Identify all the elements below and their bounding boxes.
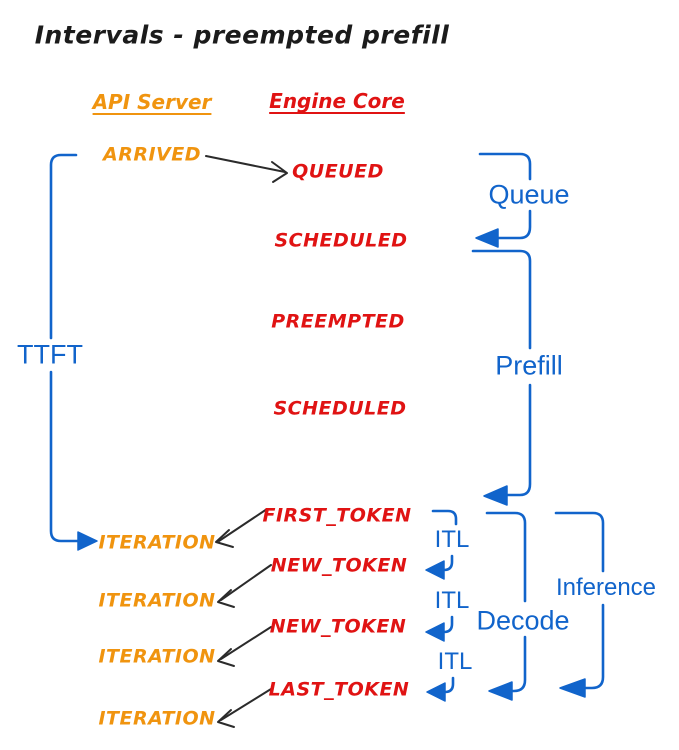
diagram-title: Intervals - preempted prefill <box>34 20 450 50</box>
arrow-new-token-1-to-iteration <box>217 564 272 608</box>
event-iteration-3: ITERATION <box>98 645 216 668</box>
interval-label-queue: Queue <box>488 179 570 210</box>
arrow-first-token-to-iteration <box>215 508 268 548</box>
arrow-arrived-to-queued <box>205 155 288 183</box>
inference-bracket <box>554 511 605 698</box>
arrow-new-token-2-to-iteration <box>217 626 272 667</box>
interval-label-itl-1: ITL <box>434 526 470 553</box>
event-iteration-1: ITERATION <box>98 531 216 554</box>
event-iteration-4: ITERATION <box>98 707 216 730</box>
column-header-api-server: API Server <box>92 90 212 114</box>
queue-bracket <box>475 152 532 248</box>
ttft-bracket <box>49 153 98 551</box>
interval-label-ttft: TTFT <box>17 339 83 370</box>
arrow-last-token-to-iteration <box>217 688 272 728</box>
event-preempted: PREEMPTED <box>271 310 405 333</box>
interval-label-decode: Decode <box>476 605 570 636</box>
itl-bracket-2 <box>425 615 454 642</box>
event-scheduled-1: SCHEDULED <box>274 229 408 252</box>
event-new-token-2: NEW_TOKEN <box>269 615 407 638</box>
event-scheduled-2: SCHEDULED <box>273 397 407 420</box>
event-queued: QUEUED <box>292 160 384 183</box>
interval-label-itl-2: ITL <box>434 587 470 614</box>
event-arrived: ARRIVED <box>103 143 201 166</box>
event-new-token-1: NEW_TOKEN <box>270 554 408 577</box>
interval-label-prefill: Prefill <box>495 350 563 381</box>
itl-bracket-3 <box>426 676 455 702</box>
event-last-token: LAST_TOKEN <box>268 678 410 701</box>
column-header-engine-core: Engine Core <box>269 89 405 113</box>
interval-label-itl-3: ITL <box>437 648 473 675</box>
decode-bracket <box>485 511 527 701</box>
interval-label-inference: Inference <box>555 574 657 601</box>
event-iteration-2: ITERATION <box>98 589 216 612</box>
event-first-token: FIRST_TOKEN <box>262 504 412 527</box>
prefill-bracket <box>471 249 532 506</box>
itl-bracket-1 <box>425 509 458 580</box>
